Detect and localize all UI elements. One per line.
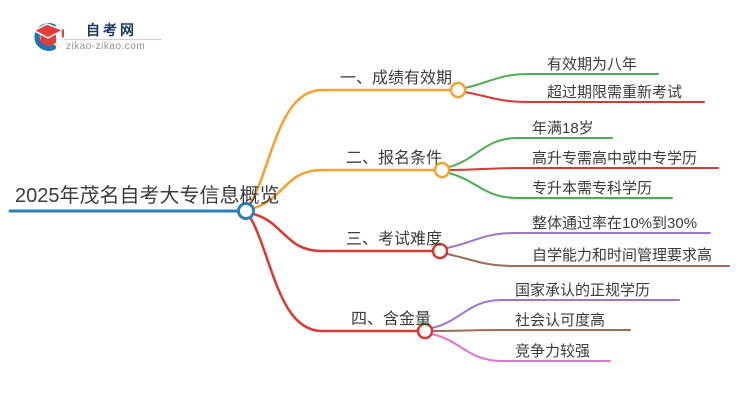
central-topic: 2025年茂名自考大专信息概览 bbox=[15, 185, 280, 207]
graduation-cap-crescent-icon bbox=[32, 23, 65, 51]
site-logo: 自考网 zikao-zikao.com bbox=[28, 18, 162, 58]
branch-3-node-circle bbox=[431, 242, 449, 260]
edge-2-3 bbox=[448, 172, 673, 199]
branch-4-label: 四、含金量 bbox=[351, 311, 432, 328]
edge-3-1 bbox=[446, 232, 711, 249]
edge-2-1 bbox=[448, 137, 613, 168]
leaf-1-1-label: 有效期为八年 bbox=[547, 56, 638, 73]
leaf-3-1-label: 整体通过率在10%到30% bbox=[532, 215, 698, 232]
leaf-2-2-label: 高升专需高中或中专学历 bbox=[532, 150, 698, 167]
leaf-2-3-label: 专升本需专科学历 bbox=[532, 180, 653, 197]
logo-title: 自考网 bbox=[86, 22, 137, 38]
trunk-branch-4 bbox=[247, 213, 419, 333]
branch-4-node-circle bbox=[416, 322, 434, 340]
edge-4-2 bbox=[431, 329, 631, 332]
leaf-4-2-label: 社会认可度高 bbox=[515, 312, 606, 329]
leaf-2-1-label: 年满18岁 bbox=[532, 120, 594, 137]
leaf-4-1-label: 国家承认的正规学历 bbox=[515, 282, 651, 299]
trunk-branch-3 bbox=[248, 211, 434, 253]
leaf-1-2-label: 超过期限需重新考试 bbox=[547, 84, 683, 101]
branch-1-node-circle bbox=[449, 81, 467, 99]
leaf-3-2-label: 自学能力和时间管理要求高 bbox=[532, 247, 713, 264]
branch-3-label: 三、考试难度 bbox=[346, 231, 443, 248]
edge-4-3 bbox=[431, 333, 611, 362]
trunk-branch-1 bbox=[247, 88, 452, 208]
edge-1-2 bbox=[464, 91, 705, 103]
branch-1-label: 一、成绩有效期 bbox=[340, 70, 453, 87]
leaf-4-3-label: 竞争力较强 bbox=[515, 343, 591, 360]
logo-domain: zikao-zikao.com bbox=[66, 41, 146, 52]
logo-divider bbox=[64, 39, 162, 40]
edge-1-1 bbox=[464, 73, 659, 89]
branch-2-node-circle bbox=[433, 161, 451, 179]
branch-2-label: 二、报名条件 bbox=[346, 150, 443, 167]
central-node-circle bbox=[237, 202, 255, 220]
trunk-branch-2 bbox=[248, 168, 436, 211]
edge-4-1 bbox=[431, 299, 680, 329]
edge-2-2 bbox=[448, 167, 719, 171]
edge-3-2 bbox=[446, 253, 730, 267]
